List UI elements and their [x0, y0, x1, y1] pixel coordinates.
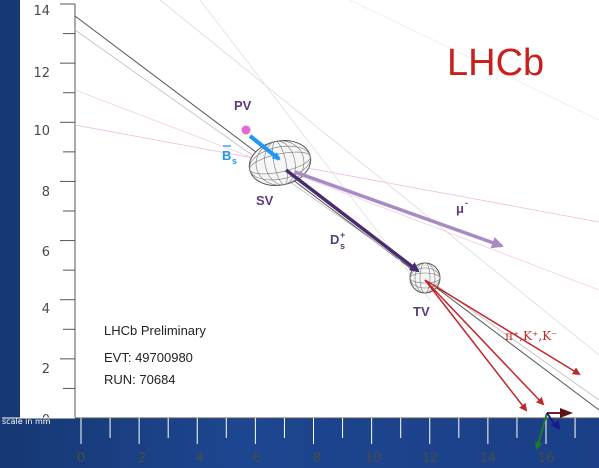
- x-tick-label: 12: [422, 451, 439, 466]
- y-tick-label: 14: [33, 4, 50, 19]
- reference-tracks: [74, 0, 599, 411]
- svg-text:-: -: [465, 198, 468, 208]
- hadron-track: [424, 279, 545, 406]
- hadron-track: [424, 279, 528, 412]
- svg-text:+: +: [340, 230, 345, 240]
- x-tick-label: 0: [77, 451, 85, 466]
- svg-text:s: s: [340, 241, 345, 251]
- x-axis-labels: 0 2 4 6 8 10 12 14 16: [77, 451, 554, 466]
- pv-label: PV: [234, 98, 252, 113]
- reference-track-line: [74, 89, 599, 291]
- y-axis-ticks: [60, 3, 75, 419]
- svg-text:s: s: [232, 156, 237, 166]
- run-number: RUN: 70684: [104, 372, 176, 387]
- muon-arrow: [294, 170, 504, 249]
- event-number: EVT: 49700980: [104, 350, 193, 365]
- x-tick-label: 6: [253, 451, 261, 466]
- hadron-tracks: [424, 279, 581, 412]
- reference-track-line: [349, 0, 599, 121]
- svg-text:μ: μ: [456, 201, 464, 216]
- orientation-triad-icon: [534, 408, 573, 450]
- y-tick-label: 0: [42, 413, 50, 428]
- hadron-track: [424, 279, 581, 376]
- y-axis-labels: 14 12 10 8 6 4 2 0: [33, 4, 50, 428]
- beam-reference-line: [74, 15, 599, 411]
- tv-label: TV: [413, 304, 430, 319]
- reference-track-line: [74, 29, 599, 401]
- muon-label: μ -: [456, 198, 468, 216]
- x-tick-label: 2: [138, 451, 146, 466]
- pv-marker: [241, 125, 251, 135]
- bs-label: B s: [222, 145, 237, 166]
- reference-track-line: [159, 0, 599, 356]
- svg-text:B: B: [222, 148, 231, 163]
- y-tick-label: 4: [42, 302, 50, 317]
- y-tick-label: 2: [42, 362, 50, 377]
- x-axis: scale in mm 0 2 4 6 8 10 12 14 16: [2, 417, 599, 466]
- reference-track-line: [74, 124, 599, 223]
- y-tick-label: 12: [33, 66, 50, 81]
- y-tick-label: 10: [33, 124, 50, 139]
- x-tick-label: 16: [538, 451, 555, 466]
- y-tick-label: 6: [42, 245, 50, 260]
- sv-vertex-ellipsoid: [248, 140, 312, 186]
- scale-label: scale in mm: [2, 417, 51, 426]
- preliminary-label: LHCb Preliminary: [104, 323, 206, 338]
- sv-label: SV: [256, 193, 274, 208]
- bs-arrow: [248, 134, 281, 161]
- x-tick-label: 10: [365, 451, 382, 466]
- ds-arrow: [284, 168, 420, 273]
- lhcb-logo: LHCb: [447, 42, 544, 84]
- y-tick-label: 8: [42, 185, 50, 200]
- y-axis: 14 12 10 8 6 4 2 0: [33, 3, 76, 428]
- event-display-panel: [20, 0, 599, 418]
- x-tick-label: 14: [480, 451, 497, 466]
- x-axis-ticks: [80, 418, 576, 444]
- ds-label: D + s: [330, 230, 345, 251]
- svg-text:D: D: [330, 232, 339, 247]
- hadron-label: π⁺,K⁺,K⁻: [505, 329, 557, 343]
- x-tick-label: 4: [196, 451, 204, 466]
- x-tick-label: 8: [313, 451, 321, 466]
